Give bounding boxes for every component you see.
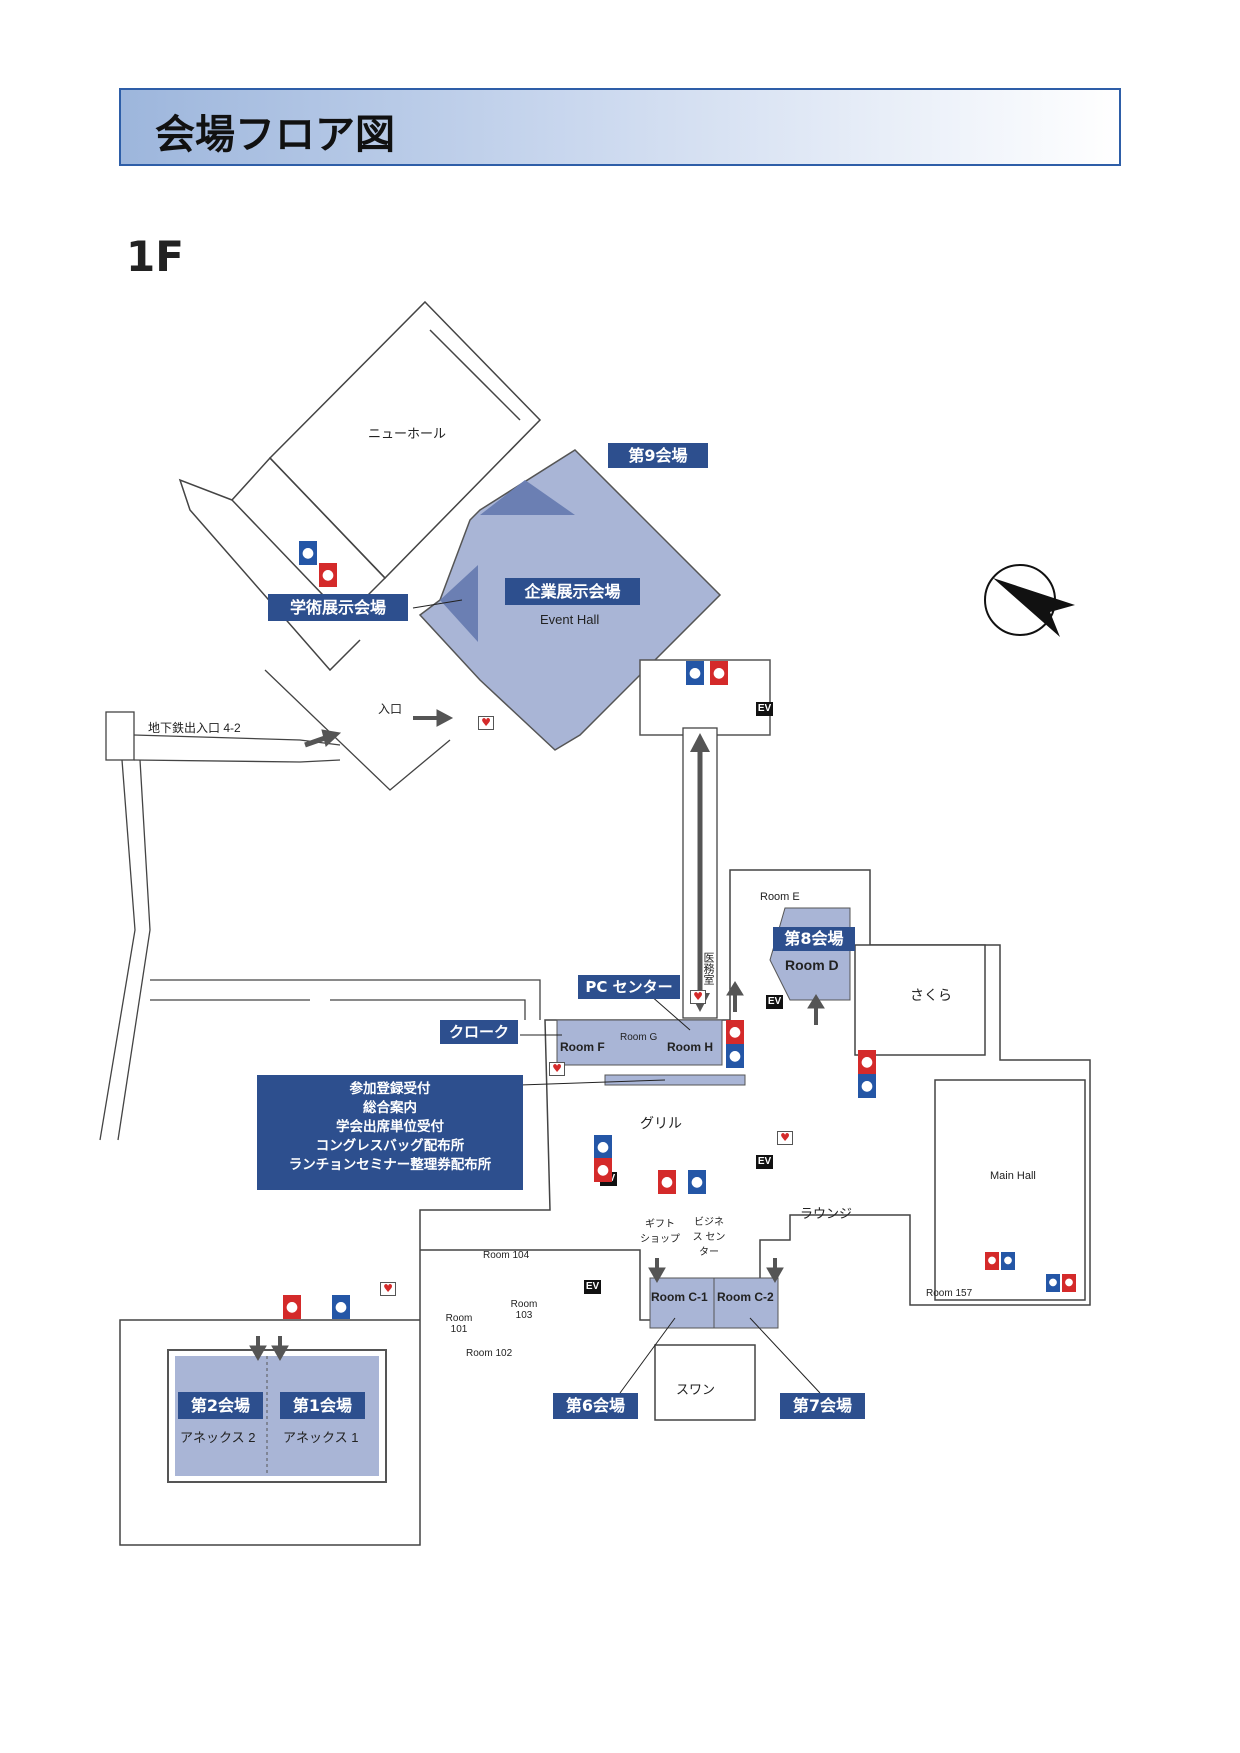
info-line: ランチョンセミナー整理券配布所 bbox=[288, 1157, 492, 1173]
elevator-icon: EV bbox=[756, 702, 773, 716]
venue9-label: 第9会場 bbox=[608, 443, 708, 468]
leader-lines bbox=[412, 599, 821, 1394]
aed-icon: ♥ bbox=[549, 1062, 565, 1076]
male-restroom-icon: ● bbox=[726, 1044, 744, 1068]
pc-center-label: PC センター bbox=[578, 975, 680, 999]
room-h-label: Room H bbox=[667, 1040, 713, 1054]
male-restroom-icon: ● bbox=[332, 1295, 350, 1319]
male-restroom-icon: ● bbox=[594, 1135, 612, 1159]
venue8-label: 第8会場 bbox=[773, 927, 855, 951]
sakura-label: さくら bbox=[910, 987, 952, 1003]
room-fh-shape bbox=[556, 1019, 723, 1066]
room102-label: Room 102 bbox=[466, 1348, 513, 1359]
subway-path bbox=[99, 711, 541, 1141]
subway-label: 地下鉄出入口 4-2 bbox=[148, 721, 241, 735]
registration-info-box: 参加登録受付 総合案内 学会出席単位受付 コングレスバッグ配布所 ランチョンセミ… bbox=[257, 1075, 523, 1190]
room-c1-label: Room C-1 bbox=[651, 1290, 708, 1304]
elevator-icon: EV bbox=[584, 1280, 601, 1294]
venue6-label: 第6会場 bbox=[553, 1393, 638, 1419]
floor-label: 1F bbox=[126, 232, 184, 281]
swan-room bbox=[654, 1344, 756, 1421]
aed-icon: ♥ bbox=[380, 1282, 396, 1296]
male-restroom-icon: ● bbox=[1046, 1274, 1060, 1292]
aed-icon: ♥ bbox=[690, 990, 706, 1004]
page-title: 会場フロア図 bbox=[155, 112, 395, 158]
info-line: 参加登録受付 bbox=[349, 1081, 431, 1097]
info-line: 総合案内 bbox=[363, 1100, 417, 1116]
entrance-label: 入口 bbox=[378, 702, 403, 716]
venue1-label: 第1会場 bbox=[280, 1392, 365, 1419]
room101-label: Room 101 bbox=[445, 1313, 473, 1335]
info-line: 学会出席単位受付 bbox=[336, 1119, 444, 1135]
female-restroom-icon: ● bbox=[319, 563, 337, 587]
room157-label: Room 157 bbox=[926, 1288, 973, 1299]
main-hall-label: Main Hall bbox=[990, 1170, 1036, 1182]
room103-label: Room 103 bbox=[510, 1299, 538, 1321]
female-restroom-icon: ● bbox=[283, 1295, 301, 1319]
business-center-label: ビジネス センター bbox=[692, 1217, 726, 1258]
corridor bbox=[682, 727, 718, 1019]
annex2-label: アネックス 2 bbox=[180, 1430, 256, 1445]
elevator-icon: EV bbox=[756, 1155, 773, 1169]
new-hall-label: ニューホール bbox=[368, 426, 447, 441]
gift-shop-label: ギフト ショップ bbox=[640, 1219, 680, 1245]
academic-triangle bbox=[440, 565, 478, 642]
medical-label: 医務室 bbox=[702, 952, 714, 985]
venue9-triangle bbox=[480, 480, 575, 515]
female-restroom-icon: ● bbox=[710, 661, 728, 685]
room104-label: Room 104 bbox=[483, 1250, 530, 1261]
male-restroom-icon: ● bbox=[686, 661, 704, 685]
room-c2-label: Room C-2 bbox=[717, 1290, 774, 1304]
entrance-plaza bbox=[264, 669, 451, 791]
event-hall-label: Event Hall bbox=[540, 612, 600, 627]
female-restroom-icon: ● bbox=[658, 1170, 676, 1194]
cloak-label: クローク bbox=[440, 1020, 518, 1044]
expo-label: 企業展示会場 bbox=[505, 578, 640, 605]
venue7-label: 第7会場 bbox=[780, 1393, 865, 1419]
room-f-label: Room F bbox=[560, 1040, 605, 1054]
grill-label: グリル bbox=[640, 1115, 682, 1131]
female-restroom-icon: ● bbox=[985, 1252, 999, 1270]
aed-icon: ♥ bbox=[478, 716, 494, 730]
male-restroom-icon: ● bbox=[858, 1074, 876, 1098]
room-e-label: Room E bbox=[760, 891, 800, 903]
venue2-label: 第2会場 bbox=[178, 1392, 263, 1419]
info-line: コングレスバッグ配布所 bbox=[315, 1138, 465, 1154]
swan-label: スワン bbox=[676, 1382, 716, 1397]
female-restroom-icon: ● bbox=[726, 1020, 744, 1044]
room-g-label: Room G bbox=[620, 1032, 658, 1043]
female-restroom-icon: ● bbox=[1062, 1274, 1076, 1292]
female-restroom-icon: ● bbox=[858, 1050, 876, 1074]
male-restroom-icon: ● bbox=[1001, 1252, 1015, 1270]
male-restroom-icon: ● bbox=[299, 541, 317, 565]
north-arrow-icon bbox=[984, 564, 1075, 637]
academic-label: 学術展示会場 bbox=[268, 594, 408, 621]
title-bar: 会場フロア図 bbox=[119, 88, 1121, 166]
direction-arrow-icon bbox=[249, 709, 825, 1362]
female-restroom-icon: ● bbox=[594, 1158, 612, 1182]
annex1-label: アネックス 1 bbox=[283, 1430, 359, 1445]
event-hall-wing bbox=[639, 659, 771, 736]
elevator-icon: EV bbox=[766, 995, 783, 1009]
corridor-strip bbox=[604, 1074, 746, 1086]
room-d-label: Room D bbox=[785, 957, 839, 973]
aed-icon: ♥ bbox=[777, 1131, 793, 1145]
male-restroom-icon: ● bbox=[688, 1170, 706, 1194]
lounge-label: ラウンジ bbox=[800, 1206, 853, 1221]
